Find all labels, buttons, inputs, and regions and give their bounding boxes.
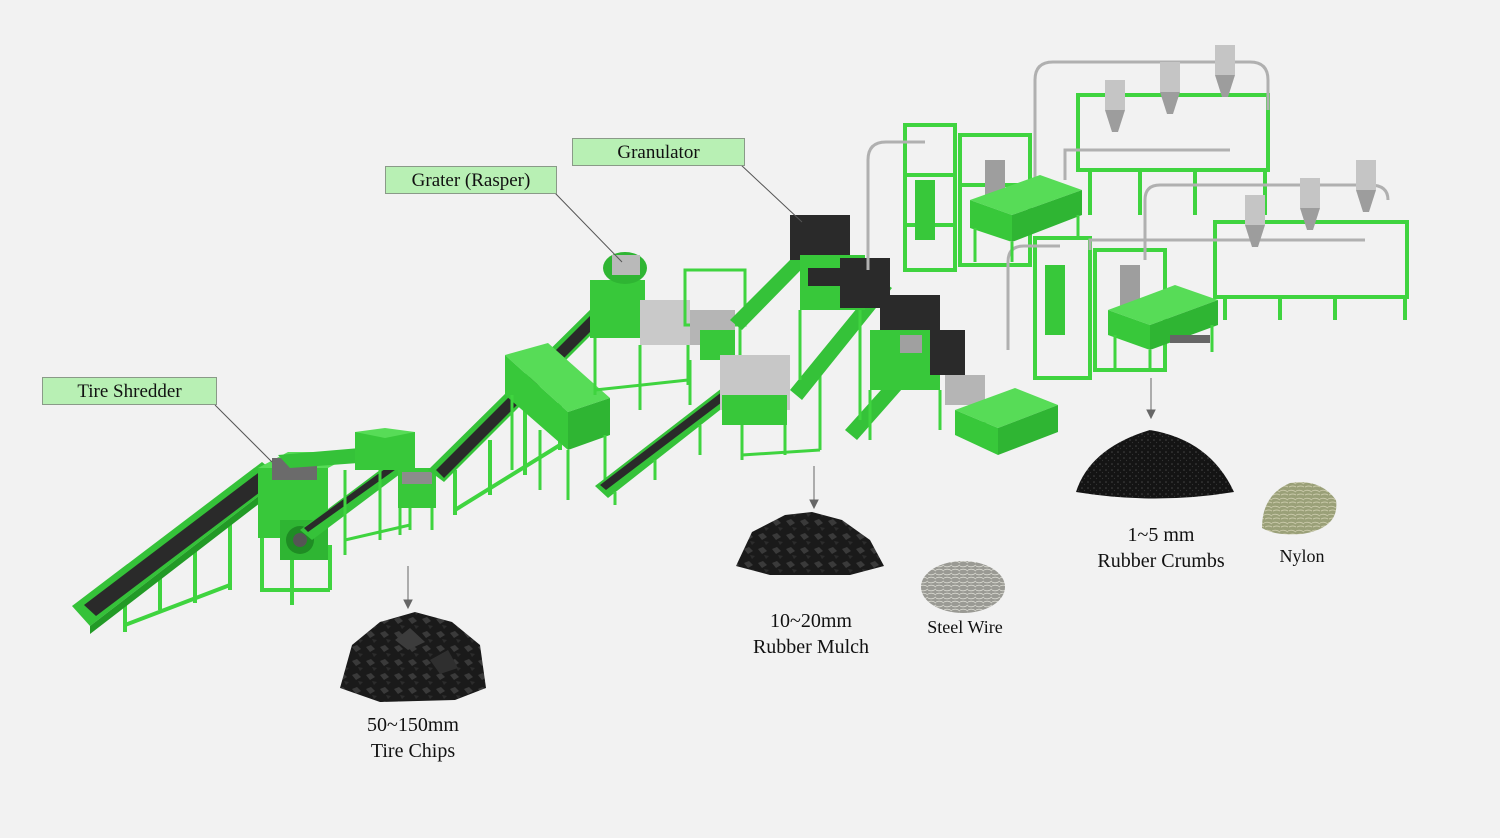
separator-table: [955, 388, 1058, 455]
rubber-crumbs-label: 1~5 mm Rubber Crumbs: [1081, 522, 1241, 574]
rubber-mulch-name: Rubber Mulch: [752, 636, 870, 658]
granulator-callout: Granulator: [572, 138, 745, 166]
tire-chips-pile: [340, 612, 486, 702]
crumb-mill-towers: [903, 93, 1409, 380]
rubber-crumbs-name: Rubber Crumbs: [1097, 550, 1225, 572]
steel-wire-pile: [921, 561, 1005, 613]
infeed-conveyor: [72, 462, 282, 634]
granulator-machines: [730, 215, 987, 440]
steel-wire-label: Steel Wire: [910, 614, 1020, 640]
tire-shredder-callout: Tire Shredder: [42, 377, 217, 405]
cyclone-separators: [1105, 45, 1376, 247]
sieve-table-lower: [1108, 285, 1218, 372]
rubber-mulch-label: 10~20mm Rubber Mulch: [736, 608, 886, 660]
nylon-label: Nylon: [1262, 543, 1342, 569]
nylon-pile: [1262, 482, 1337, 535]
tire-shredder-machine: [258, 428, 436, 605]
rubber-crumbs-size: 1~5 mm: [1127, 524, 1195, 546]
sieve-table-upper: [970, 175, 1082, 262]
down-arrows: [403, 378, 1156, 610]
mulch-conveyor: [595, 355, 822, 505]
rubber-mulch-pile: [736, 512, 884, 575]
pneumatic-pipes: [866, 60, 1390, 350]
tire-chips-size: 50~150mm: [367, 714, 459, 736]
rubber-mulch-size: 10~20mm: [770, 610, 852, 632]
steel-wire-name: Steel Wire: [927, 617, 1003, 637]
rubber-crumbs-pile: [1076, 430, 1234, 499]
tire-chips-label: 50~150mm Tire Chips: [343, 712, 483, 764]
grater-callout: Grater (Rasper): [385, 166, 557, 194]
nylon-name: Nylon: [1279, 546, 1325, 566]
callout-leaders: [214, 163, 803, 463]
tire-chips-name: Tire Chips: [370, 740, 456, 762]
buffer-hopper: [505, 343, 610, 500]
